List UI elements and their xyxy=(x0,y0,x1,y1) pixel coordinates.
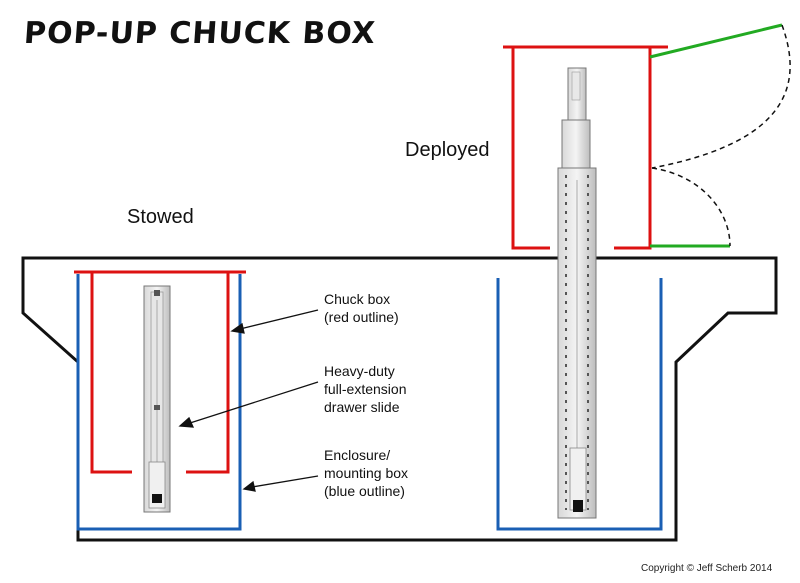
chuck-box-annotation: Chuck box (red outline) xyxy=(324,291,399,325)
enclosure-arrow xyxy=(251,475,319,488)
deployed-drawer-slide xyxy=(557,67,597,519)
drawer-slide-annotation: Heavy-duty full-extension drawer slide xyxy=(324,363,407,415)
deployed-label: Deployed xyxy=(405,139,490,161)
drawer-slide-arrow xyxy=(189,381,319,424)
annotation-arrows xyxy=(178,309,319,492)
deployed-chuck-box-outline xyxy=(503,45,668,250)
diagram-title: POP-UP CHUCK BOX xyxy=(22,16,378,51)
deployed-lid xyxy=(649,23,791,248)
stowed-drawer-slide xyxy=(143,285,171,513)
stowed-label: Stowed xyxy=(127,206,194,228)
deployed-enclosure-outline xyxy=(496,278,663,531)
chuck-box-arrow xyxy=(239,309,319,330)
vehicle-outline xyxy=(21,256,778,542)
stowed-chuck-box-outline xyxy=(74,270,246,474)
copyright-notice: Copyright © Jeff Scherb 2014 xyxy=(641,563,773,574)
stowed-enclosure-outline xyxy=(76,274,242,531)
enclosure-annotation: Enclosure/ mounting box (blue outline) xyxy=(324,447,409,499)
